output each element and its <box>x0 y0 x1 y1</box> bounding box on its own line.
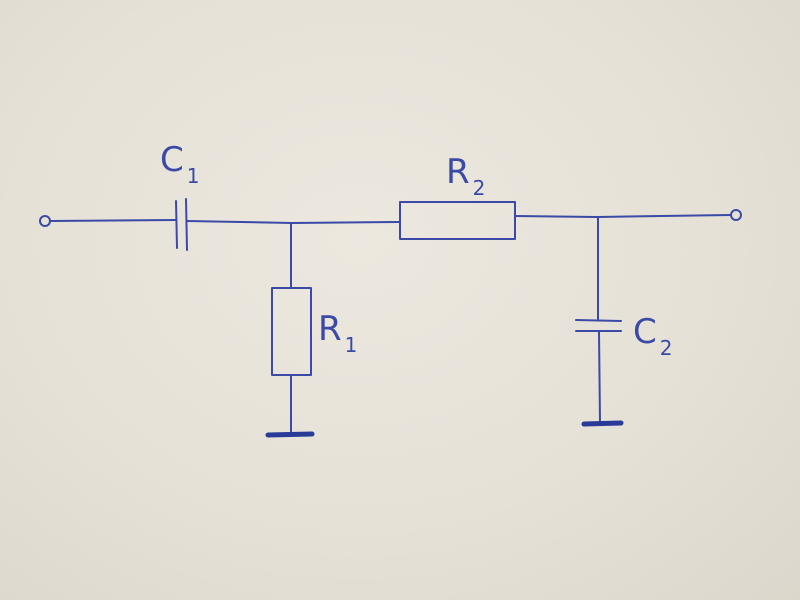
output-terminal <box>730 209 742 221</box>
capacitor-c1-symbol <box>175 198 188 251</box>
label-r2-name: R <box>446 152 470 192</box>
label-c1-name: C <box>160 140 184 180</box>
label-c2-subscript: 2 <box>659 336 673 360</box>
ground-symbol-right <box>581 420 624 427</box>
label-r1-name: R <box>318 309 342 349</box>
mid-wire <box>186 220 401 224</box>
label-c2-name: C <box>633 312 657 352</box>
label-r2-subscript: 2 <box>472 176 486 200</box>
label-c1-subscript: 1 <box>186 164 200 188</box>
resistor-r1-symbol <box>271 287 312 376</box>
c2-lower-wire <box>598 330 601 424</box>
input-wire <box>49 219 177 222</box>
input-terminal <box>39 215 51 227</box>
capacitor-c2-symbol <box>575 319 622 332</box>
output-wire <box>514 214 732 218</box>
resistor-r2-symbol <box>399 201 516 240</box>
ground-symbol-left <box>265 431 315 438</box>
label-r1-subscript: 1 <box>344 333 358 357</box>
